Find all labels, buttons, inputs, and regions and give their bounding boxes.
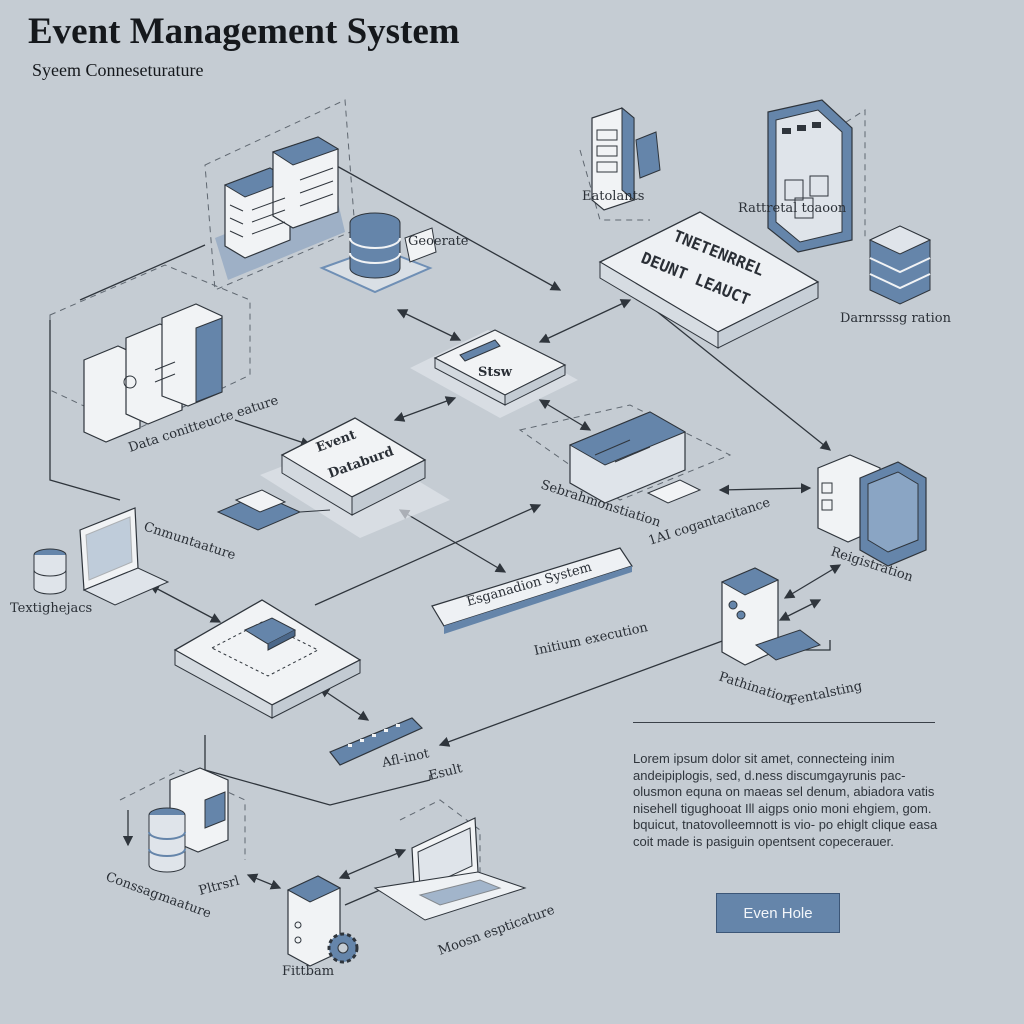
lower-database-icon: Conssagmaature Pltrsrl bbox=[104, 767, 241, 922]
pltrsrl-label: Pltrsrl bbox=[197, 874, 241, 899]
laptop-bottom-icon: Moosn espticature bbox=[373, 817, 557, 959]
kiosk-panel-icon: Eatolants bbox=[582, 106, 661, 211]
registration-server-icon: Reigistration bbox=[817, 454, 927, 585]
keypad-label: Afl-inot bbox=[380, 746, 432, 771]
esult-label: Esult bbox=[427, 761, 464, 784]
laptop-left-icon: Cnmuntaature bbox=[79, 507, 238, 606]
main-board-device bbox=[173, 599, 362, 719]
router-small-icon bbox=[216, 489, 331, 531]
database-left-icon: Textighejacs bbox=[10, 548, 92, 616]
deunt-leauct-slab: TNETENRREL DEUNT LEAUCT bbox=[598, 211, 820, 349]
server-rack-pair-icon bbox=[215, 136, 345, 280]
card-capacitance-label: 1AI cogantacitance bbox=[647, 495, 773, 549]
database-cylinder-label: Geoerate bbox=[408, 234, 469, 249]
laptop-left-label: Cnmuntaature bbox=[142, 520, 238, 564]
info-divider bbox=[633, 722, 935, 723]
page-subtitle: Syeem Conneseturature bbox=[32, 60, 204, 80]
kiosk-panel-label: Eatolants bbox=[582, 189, 644, 204]
registration-system-bar: Esganadion System Initium execution bbox=[431, 547, 650, 659]
database-cylinder-icon: Geoerate bbox=[319, 212, 469, 294]
dashed-zones bbox=[49, 99, 866, 900]
event-databurd-device: Event Databurd bbox=[260, 417, 450, 538]
disk-stack-icon: Darnrsssg ration bbox=[840, 225, 952, 326]
rack-cabinet-label: Rattretal toaoon bbox=[738, 201, 847, 216]
disk-stack-label: Darnrsssg ration bbox=[840, 311, 952, 326]
connectors bbox=[49, 164, 842, 906]
tower-gear-icon: Fittbam bbox=[282, 875, 359, 979]
keypad-icon: Afl-inot Esult bbox=[329, 717, 465, 784]
pathination-pc-icon: Pathination Fentalsting bbox=[717, 567, 864, 709]
fentalsting-label: Fentalsting bbox=[788, 679, 864, 709]
drawer-module-icon: Sebrahmonstiation 1AI cogantacitance bbox=[539, 411, 773, 549]
database-left-label: Textighejacs bbox=[10, 601, 92, 616]
stsw-switch-icon: Stsw bbox=[410, 329, 578, 418]
info-paragraph: Lorem ipsum dolor sit amet, connecteing … bbox=[633, 751, 938, 849]
rack-cabinet-icon: Rattretal toaoon bbox=[738, 99, 853, 253]
stsw-switch-label: Stsw bbox=[478, 365, 513, 380]
lower-database-label: Conssagmaature bbox=[104, 870, 214, 922]
data-center-servers-icon: Data conitteucte eature bbox=[83, 303, 281, 456]
tower-gear-label: Fittbam bbox=[282, 964, 334, 979]
pathination-label: Pathination bbox=[717, 670, 794, 708]
initium-execution-label: Initium execution bbox=[533, 620, 650, 659]
even-hole-button[interactable]: Even Hole bbox=[716, 893, 840, 933]
page-title: Event Management System bbox=[28, 11, 460, 52]
